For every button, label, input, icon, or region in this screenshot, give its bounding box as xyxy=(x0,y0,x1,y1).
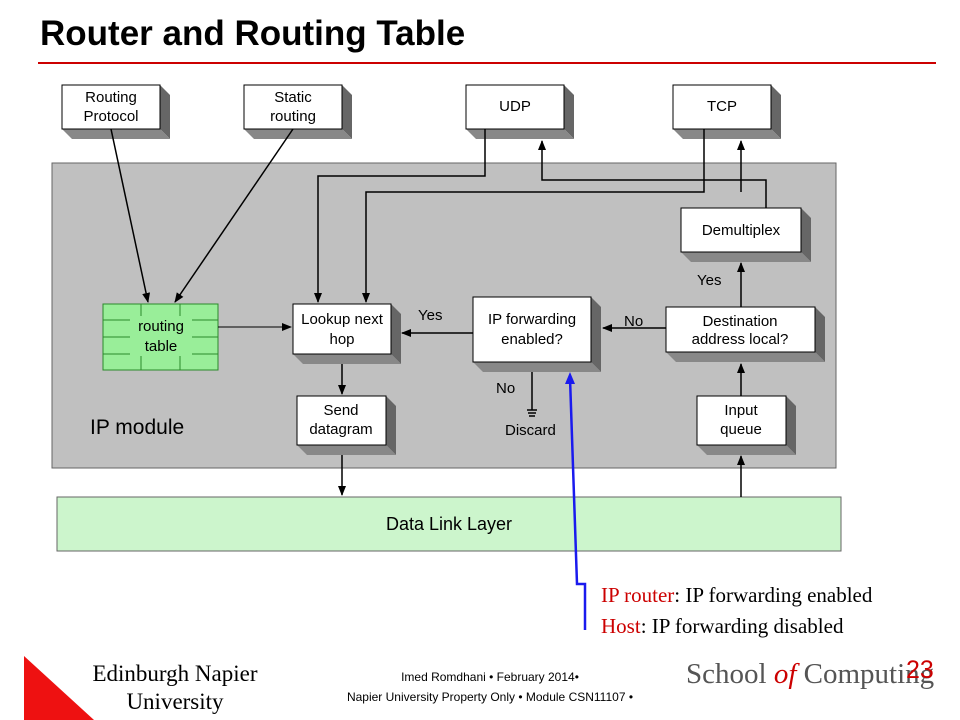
footer-credit-line1: Imed Romdhani • February 2014• xyxy=(401,670,579,684)
input-queue-line2: queue xyxy=(720,421,762,438)
slide-title: Router and Routing Table xyxy=(40,14,466,53)
send-datagram-line2: datagram xyxy=(309,421,372,438)
university-name: Edinburgh Napier University xyxy=(78,660,272,716)
input-queue-line1: Input xyxy=(724,402,758,419)
lookup-next-hop-box: Lookup next hop xyxy=(292,303,401,364)
routing-protocol-line1: Routing xyxy=(85,89,137,106)
label-discard: Discard xyxy=(505,422,556,439)
arrow-demux-to-udp xyxy=(538,140,767,208)
input-queue-box: Input queue xyxy=(696,395,796,455)
school-suffix: Computing xyxy=(796,658,935,690)
data-link-layer-box xyxy=(56,496,842,552)
ip-module-label: IP module xyxy=(90,416,184,439)
note-router-text: : IP forwarding enabled xyxy=(674,583,873,607)
arrow-udp-to-lookup xyxy=(314,129,486,303)
destination-local-line2: address local? xyxy=(692,331,789,348)
note-host-label: Host xyxy=(601,614,641,638)
demultiplex-box: Demultiplex xyxy=(680,207,811,262)
annotation-arrowhead xyxy=(565,372,575,384)
note-host: Host: IP forwarding disabled xyxy=(601,614,843,639)
footer-credit-line2: Napier University Property Only • Module… xyxy=(346,690,634,704)
ip-forwarding-enabled-box: IP forwarding enabled? xyxy=(472,296,601,372)
send-datagram-box: Send datagram xyxy=(296,395,396,455)
routing-table-line2: table xyxy=(145,338,178,355)
data-link-layer-label: Data Link Layer xyxy=(386,514,512,534)
udp-box: UDP xyxy=(465,84,574,139)
note-host-text: : IP forwarding disabled xyxy=(640,614,844,638)
annotation-pointer xyxy=(568,377,587,630)
arrow-protocol-to-table xyxy=(110,128,151,303)
note-router: IP router: IP forwarding enabled xyxy=(601,583,872,608)
arrow-static-to-table xyxy=(174,128,294,303)
university-line2: University xyxy=(126,689,224,714)
static-routing-line1: Static xyxy=(274,89,312,106)
ip-forwarding-line1: IP forwarding xyxy=(488,311,576,328)
school-prefix: School xyxy=(686,658,774,690)
lookup-next-hop-line1: Lookup next xyxy=(301,311,384,328)
arrow-tcp-to-lookup xyxy=(362,129,705,303)
routing-protocol-box: Routing Protocol xyxy=(61,84,170,139)
destination-local-line1: Destination xyxy=(702,313,777,330)
send-datagram-line1: Send xyxy=(323,402,358,419)
footer-credit: Imed Romdhani • February 2014• Napier Un… xyxy=(270,667,710,707)
note-router-label: IP router xyxy=(601,583,675,607)
discard-ground-icon xyxy=(527,409,537,417)
university-line1: Edinburgh Napier xyxy=(92,661,258,686)
title-underline xyxy=(38,62,936,64)
label-yes-forward: Yes xyxy=(418,307,442,324)
label-yes-local: Yes xyxy=(697,272,721,289)
routing-table-box: routing table xyxy=(102,303,219,371)
tcp-label: TCP xyxy=(707,98,737,115)
destination-local-box: Destination address local? xyxy=(665,306,825,362)
page-number: 23 xyxy=(906,656,934,684)
school-of-computing-logo: School of Computing xyxy=(686,658,934,691)
routing-table-line1: routing xyxy=(138,318,184,335)
static-routing-line2: routing xyxy=(270,108,316,125)
tcp-box: TCP xyxy=(672,84,781,139)
school-of: of xyxy=(773,658,797,690)
static-routing-box: Static routing xyxy=(243,84,352,139)
demultiplex-label: Demultiplex xyxy=(702,222,781,239)
napier-logo xyxy=(24,656,94,720)
label-no-forward: No xyxy=(496,380,515,397)
routing-protocol-line2: Protocol xyxy=(83,108,138,125)
udp-label: UDP xyxy=(499,98,531,115)
label-no-local: No xyxy=(624,313,643,330)
lookup-next-hop-line2: hop xyxy=(329,331,354,348)
ip-forwarding-line2: enabled? xyxy=(501,331,563,348)
